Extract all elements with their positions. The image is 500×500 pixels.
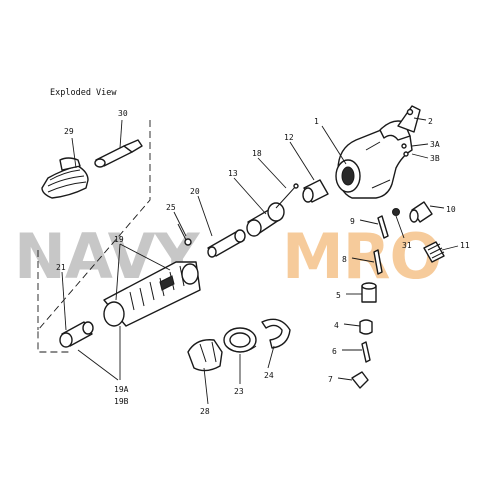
part-2-lever — [397, 105, 421, 133]
callout-19: 19 — [114, 235, 124, 244]
part-12-bushing — [302, 179, 329, 203]
part-4-plug — [359, 319, 373, 335]
callout-8: 8 — [342, 255, 347, 264]
part-29-spring — [41, 157, 89, 199]
callout-13: 13 — [228, 169, 238, 178]
callout-23: 23 — [234, 387, 244, 396]
callout-10: 10 — [446, 205, 456, 214]
part-30-pin — [94, 139, 143, 168]
callout-5: 5 — [336, 291, 341, 300]
part-3-pin-assembly — [401, 143, 409, 157]
watermark: NAVY MRO — [14, 220, 442, 293]
part-23-ring — [223, 327, 257, 353]
callout-28: 28 — [200, 407, 210, 416]
diagram-title: Exploded View — [50, 88, 117, 98]
part-24-c-clip — [261, 318, 291, 349]
part-8-pin — [373, 249, 383, 275]
part-13-valve — [246, 202, 285, 237]
callout-1: 1 — [314, 117, 319, 126]
part-10-fitting — [409, 201, 433, 223]
leader-lines — [61, 117, 459, 405]
callout-labels: 29 30 1 2 3A 3B 12 18 13 20 25 19 21 19A… — [56, 109, 470, 416]
callout-18: 18 — [252, 149, 262, 158]
watermark-mro: MRO — [282, 220, 441, 293]
callout-29: 29 — [64, 127, 74, 136]
part-6-pin — [361, 341, 371, 363]
callout-12: 12 — [284, 133, 294, 142]
callout-21: 21 — [56, 263, 66, 272]
callout-31: 31 — [402, 241, 412, 250]
part-1-handle-housing — [335, 120, 413, 199]
part-25-pin — [177, 223, 192, 246]
callout-3b: 3B — [430, 154, 440, 163]
part-19-barrel — [103, 261, 201, 327]
part-11-hose-nipple — [423, 241, 445, 263]
callout-4: 4 — [334, 321, 339, 330]
callout-19a: 19A — [114, 385, 129, 394]
callout-6: 6 — [332, 347, 337, 356]
callout-7: 7 — [328, 375, 333, 384]
callout-3a: 3A — [430, 140, 440, 149]
part-5-sleeve — [361, 282, 377, 303]
part-21-bushing — [59, 321, 94, 348]
callout-11: 11 — [460, 241, 470, 250]
part-28-clamp — [187, 339, 223, 372]
part-18-rod — [275, 183, 299, 209]
boundary-lines — [37, 120, 151, 353]
callout-2: 2 — [428, 117, 433, 126]
part-7-nut — [351, 371, 369, 389]
part-31-ball — [392, 208, 400, 216]
part-20-piston — [207, 229, 246, 258]
callout-20: 20 — [190, 187, 200, 196]
callout-9: 9 — [350, 217, 355, 226]
callout-24: 24 — [264, 371, 274, 380]
part-9-pin — [377, 215, 389, 239]
callout-30: 30 — [118, 109, 128, 118]
callout-25: 25 — [166, 203, 176, 212]
callout-19b: 19B — [114, 397, 129, 406]
